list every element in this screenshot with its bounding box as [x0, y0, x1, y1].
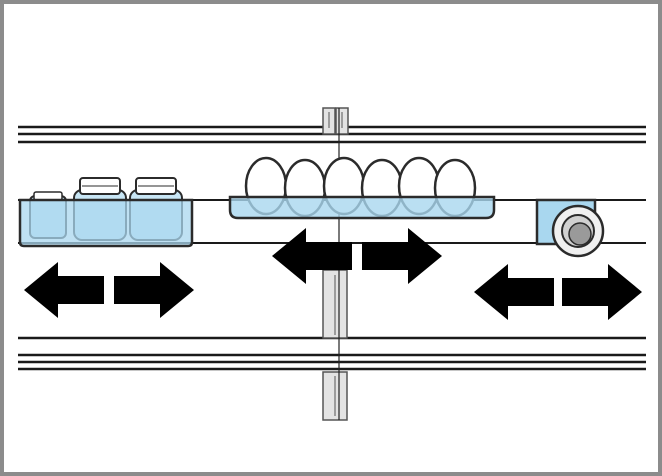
- jar-tray-icon: [18, 177, 194, 248]
- double-arrow-icon: [474, 264, 642, 320]
- double-arrow-icon: [272, 228, 442, 284]
- double-arrow-icon: [24, 262, 194, 318]
- lower-rail: [18, 336, 646, 371]
- egg-tray-icon: [228, 156, 496, 220]
- can-holder-icon: [535, 198, 605, 258]
- center-bracket: [322, 107, 349, 421]
